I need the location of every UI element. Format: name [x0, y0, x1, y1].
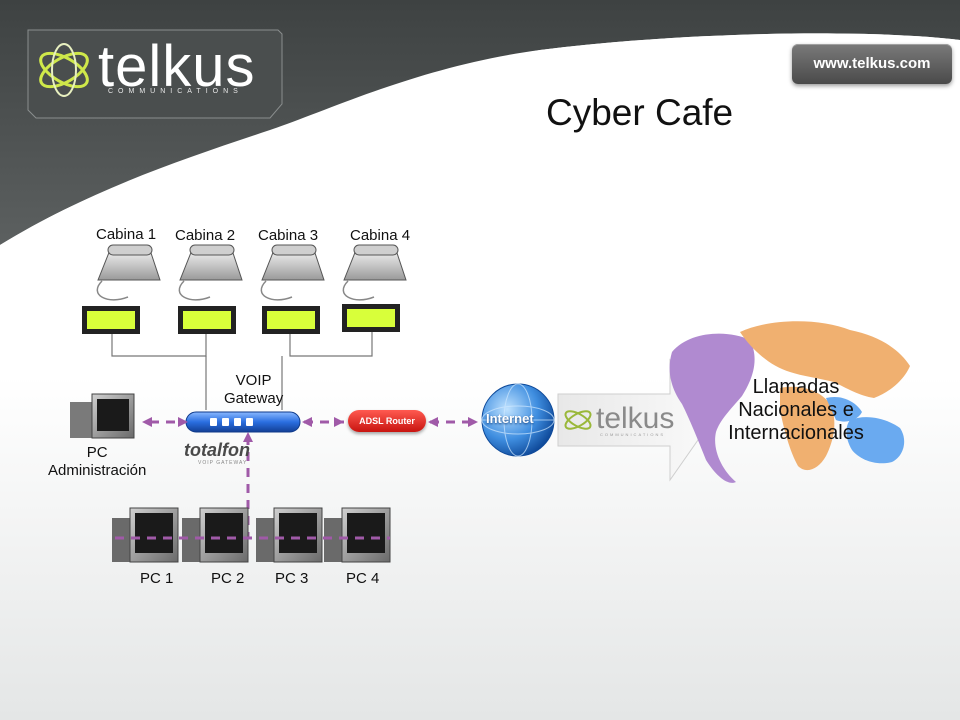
voip-gateway-line1: VOIP: [235, 372, 272, 389]
totalfon-subtitle: VOIP GATEWAY: [198, 460, 248, 466]
page-title: Cyber Cafe: [546, 92, 734, 133]
adsl-router: ADSL Router: [348, 410, 426, 432]
logo-subtitle: COMMUNICATIONS: [108, 88, 243, 95]
telkus-logo-icon: [39, 43, 89, 97]
destination-line2: Nacionales e: [738, 399, 854, 421]
phone-icon: [178, 244, 243, 301]
telkus-arrow-wordmark: telkus: [596, 402, 675, 435]
pc-monitors: [112, 507, 391, 563]
pc-monitor-icon: [256, 507, 323, 563]
arrowheads: [142, 417, 478, 442]
telkus-arrow-subtitle: COMMUNICATIONS: [600, 432, 666, 437]
admin-pc-line1: PC: [86, 444, 108, 461]
pc-monitor-icon: [324, 507, 391, 563]
pc-2-label: PC 2: [211, 570, 245, 587]
cabina-4-label: Cabina 4: [350, 227, 411, 244]
pc-monitor-icon: [182, 507, 249, 563]
phone-icon: [260, 244, 325, 301]
logo-wordmark: telkus: [98, 34, 256, 99]
world-map-icon: [669, 321, 910, 483]
lcd-displays: [82, 304, 400, 334]
voip-gateway-line2: Gateway: [224, 390, 284, 407]
url-badge[interactable]: www.telkus.com: [792, 44, 952, 84]
cabina-phones: [96, 244, 407, 301]
phone-connectors: [111, 332, 373, 410]
destination-line1: Llamadas: [752, 376, 840, 398]
admin-pc-label: PC Administración: [48, 444, 146, 480]
pc-4-label: PC 4: [346, 570, 380, 587]
gateway-ports: [210, 418, 253, 426]
cabina-3-label: Cabina 3: [258, 227, 319, 244]
phone-icon: [342, 244, 407, 301]
telkus-arrow-icon: [557, 358, 713, 482]
pc-monitor-icon: [112, 507, 179, 563]
internet-label: Internet: [486, 411, 534, 426]
cabina-2-label: Cabina 2: [175, 227, 236, 244]
cabina-1-label: Cabina 1: [96, 226, 157, 243]
destination-line3: Internacionales: [728, 422, 864, 444]
phone-icon: [96, 244, 161, 301]
admin-pc-line2: Administración: [48, 462, 147, 479]
pc-3-label: PC 3: [275, 570, 309, 587]
telkus-arrow-logo-icon: [564, 410, 592, 430]
totalfon-logo: totalfon: [184, 440, 250, 460]
admin-monitor-icon: [70, 393, 135, 439]
pc-1-label: PC 1: [140, 570, 174, 587]
destination-label: Llamadas Nacionales e Internacionales: [722, 376, 870, 445]
voip-gateway-icon: [185, 411, 301, 433]
voip-gateway-label: VOIP Gateway: [224, 372, 283, 408]
